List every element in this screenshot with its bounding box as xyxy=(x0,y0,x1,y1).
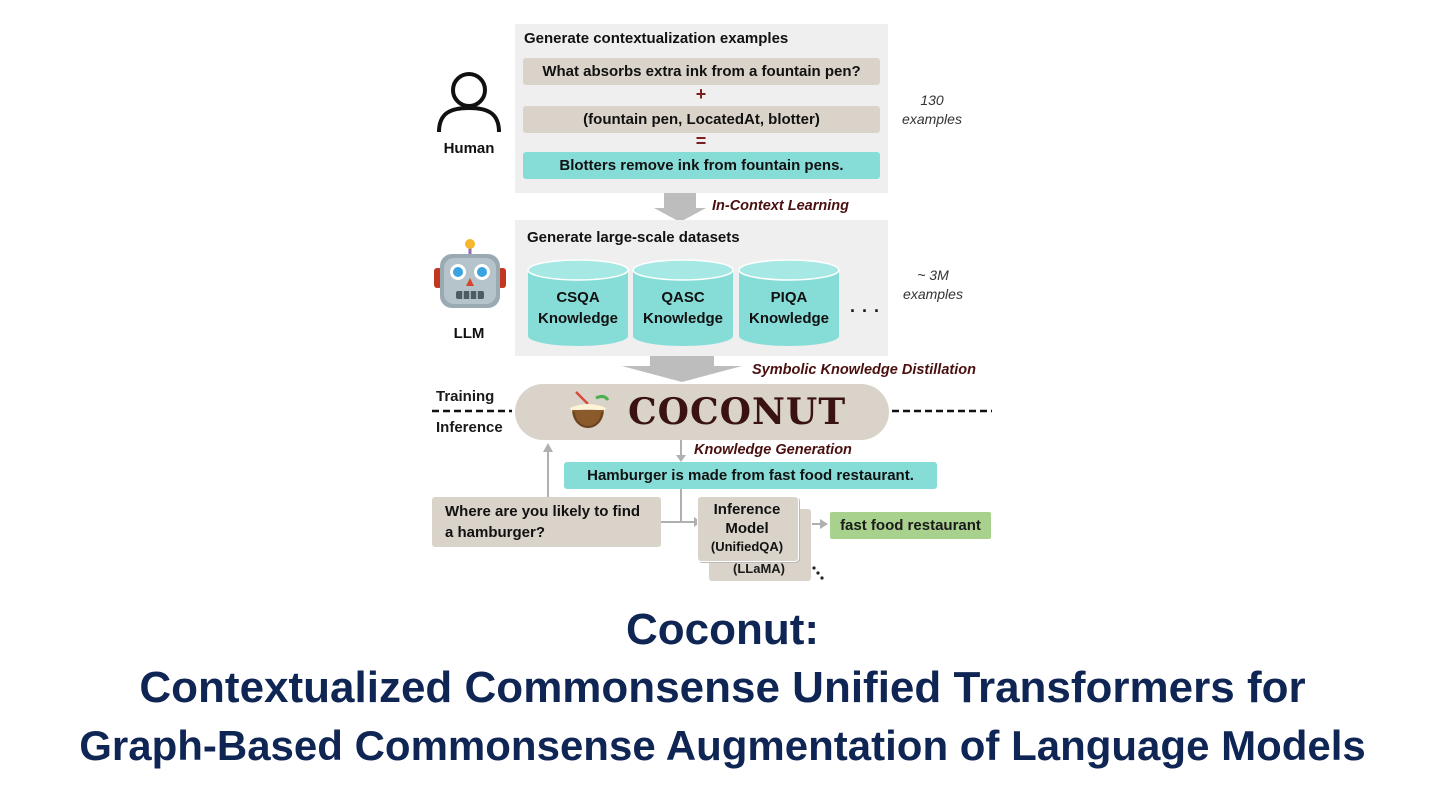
dataset-name: PIQA xyxy=(770,289,808,306)
llm-label: LLM xyxy=(453,325,485,342)
inference-label: Inference xyxy=(436,419,503,436)
question-line-1: Where are you likely to find xyxy=(445,503,641,520)
knowledge-generation-label: Knowledge Generation xyxy=(694,442,852,458)
inference-model-card xyxy=(697,496,799,562)
dataset-kind: Knowledge xyxy=(748,310,829,327)
dataset-cylinder-csqa: CSQA Knowledge xyxy=(526,258,630,348)
robot-icon xyxy=(434,239,506,308)
equals-sign: = xyxy=(695,131,707,151)
dataset-kind: Knowledge xyxy=(537,310,618,327)
human-label: Human xyxy=(443,140,495,157)
in-context-arrow xyxy=(654,193,706,222)
dataset-name: CSQA xyxy=(556,289,600,306)
dataset-cylinder-qasc: QASC Knowledge xyxy=(631,258,735,348)
paper-title-line-1: Coconut: xyxy=(625,605,820,654)
question-line-2: a hamburger? xyxy=(445,524,546,541)
training-label: Training xyxy=(436,388,495,405)
question-box: Where are you likely to find a hamburger… xyxy=(432,497,661,547)
coconut-icon xyxy=(570,391,610,428)
in-context-learning-label: In-Context Learning xyxy=(712,198,849,214)
paper-title-line-3: Graph-Based Commonsense Augmentation of … xyxy=(79,722,1366,769)
inference-model-text: Inference Model (UnifiedQA) xyxy=(697,500,797,555)
human-panel-heading: Generate contextualization examples xyxy=(524,30,789,47)
symbolic-distillation-label: Symbolic Knowledge Distillation xyxy=(752,362,976,378)
inference-model-back-label: (LLaMA) xyxy=(733,561,785,576)
dataset-kind: Knowledge xyxy=(642,310,723,327)
inference-model-line-2: Model xyxy=(725,520,769,537)
dataset-name: QASC xyxy=(661,289,705,306)
distill-arrow xyxy=(622,356,742,382)
triple-example-box: (fountain pen, LocatedAt, blotter) xyxy=(523,106,880,133)
llm-panel-heading: Generate large-scale datasets xyxy=(527,229,740,246)
contextualization-result-box: Blotters remove ink from fountain pens. xyxy=(523,152,880,179)
llm-example-count: ~ 3M examples xyxy=(890,266,976,304)
paper-title-line-2: Contextualized Commonsense Unified Trans… xyxy=(139,663,1306,712)
human-icon xyxy=(437,72,501,133)
human-example-count: 130 examples xyxy=(890,91,974,129)
human-count-number: 130 xyxy=(920,92,944,108)
plus-sign: + xyxy=(695,84,707,104)
diagram-connectors xyxy=(432,193,992,580)
question-example-box: What absorbs extra ink from a fountain p… xyxy=(523,58,880,85)
llm-count-number: ~ 3M xyxy=(917,267,949,283)
more-datasets-ellipsis: . . . xyxy=(850,296,881,316)
inference-model-line-3: (UnifiedQA) xyxy=(710,539,784,554)
inference-model-line-1: Inference xyxy=(713,501,781,518)
dataset-cylinder-piqa: PIQA Knowledge xyxy=(737,258,841,348)
answer-box: fast food restaurant xyxy=(830,512,991,539)
human-count-unit: examples xyxy=(902,111,962,127)
coconut-wordmark: COCONUT xyxy=(628,391,847,433)
llm-count-unit: examples xyxy=(903,286,963,302)
generated-knowledge-box: Hamburger is made from fast food restaur… xyxy=(564,462,937,489)
